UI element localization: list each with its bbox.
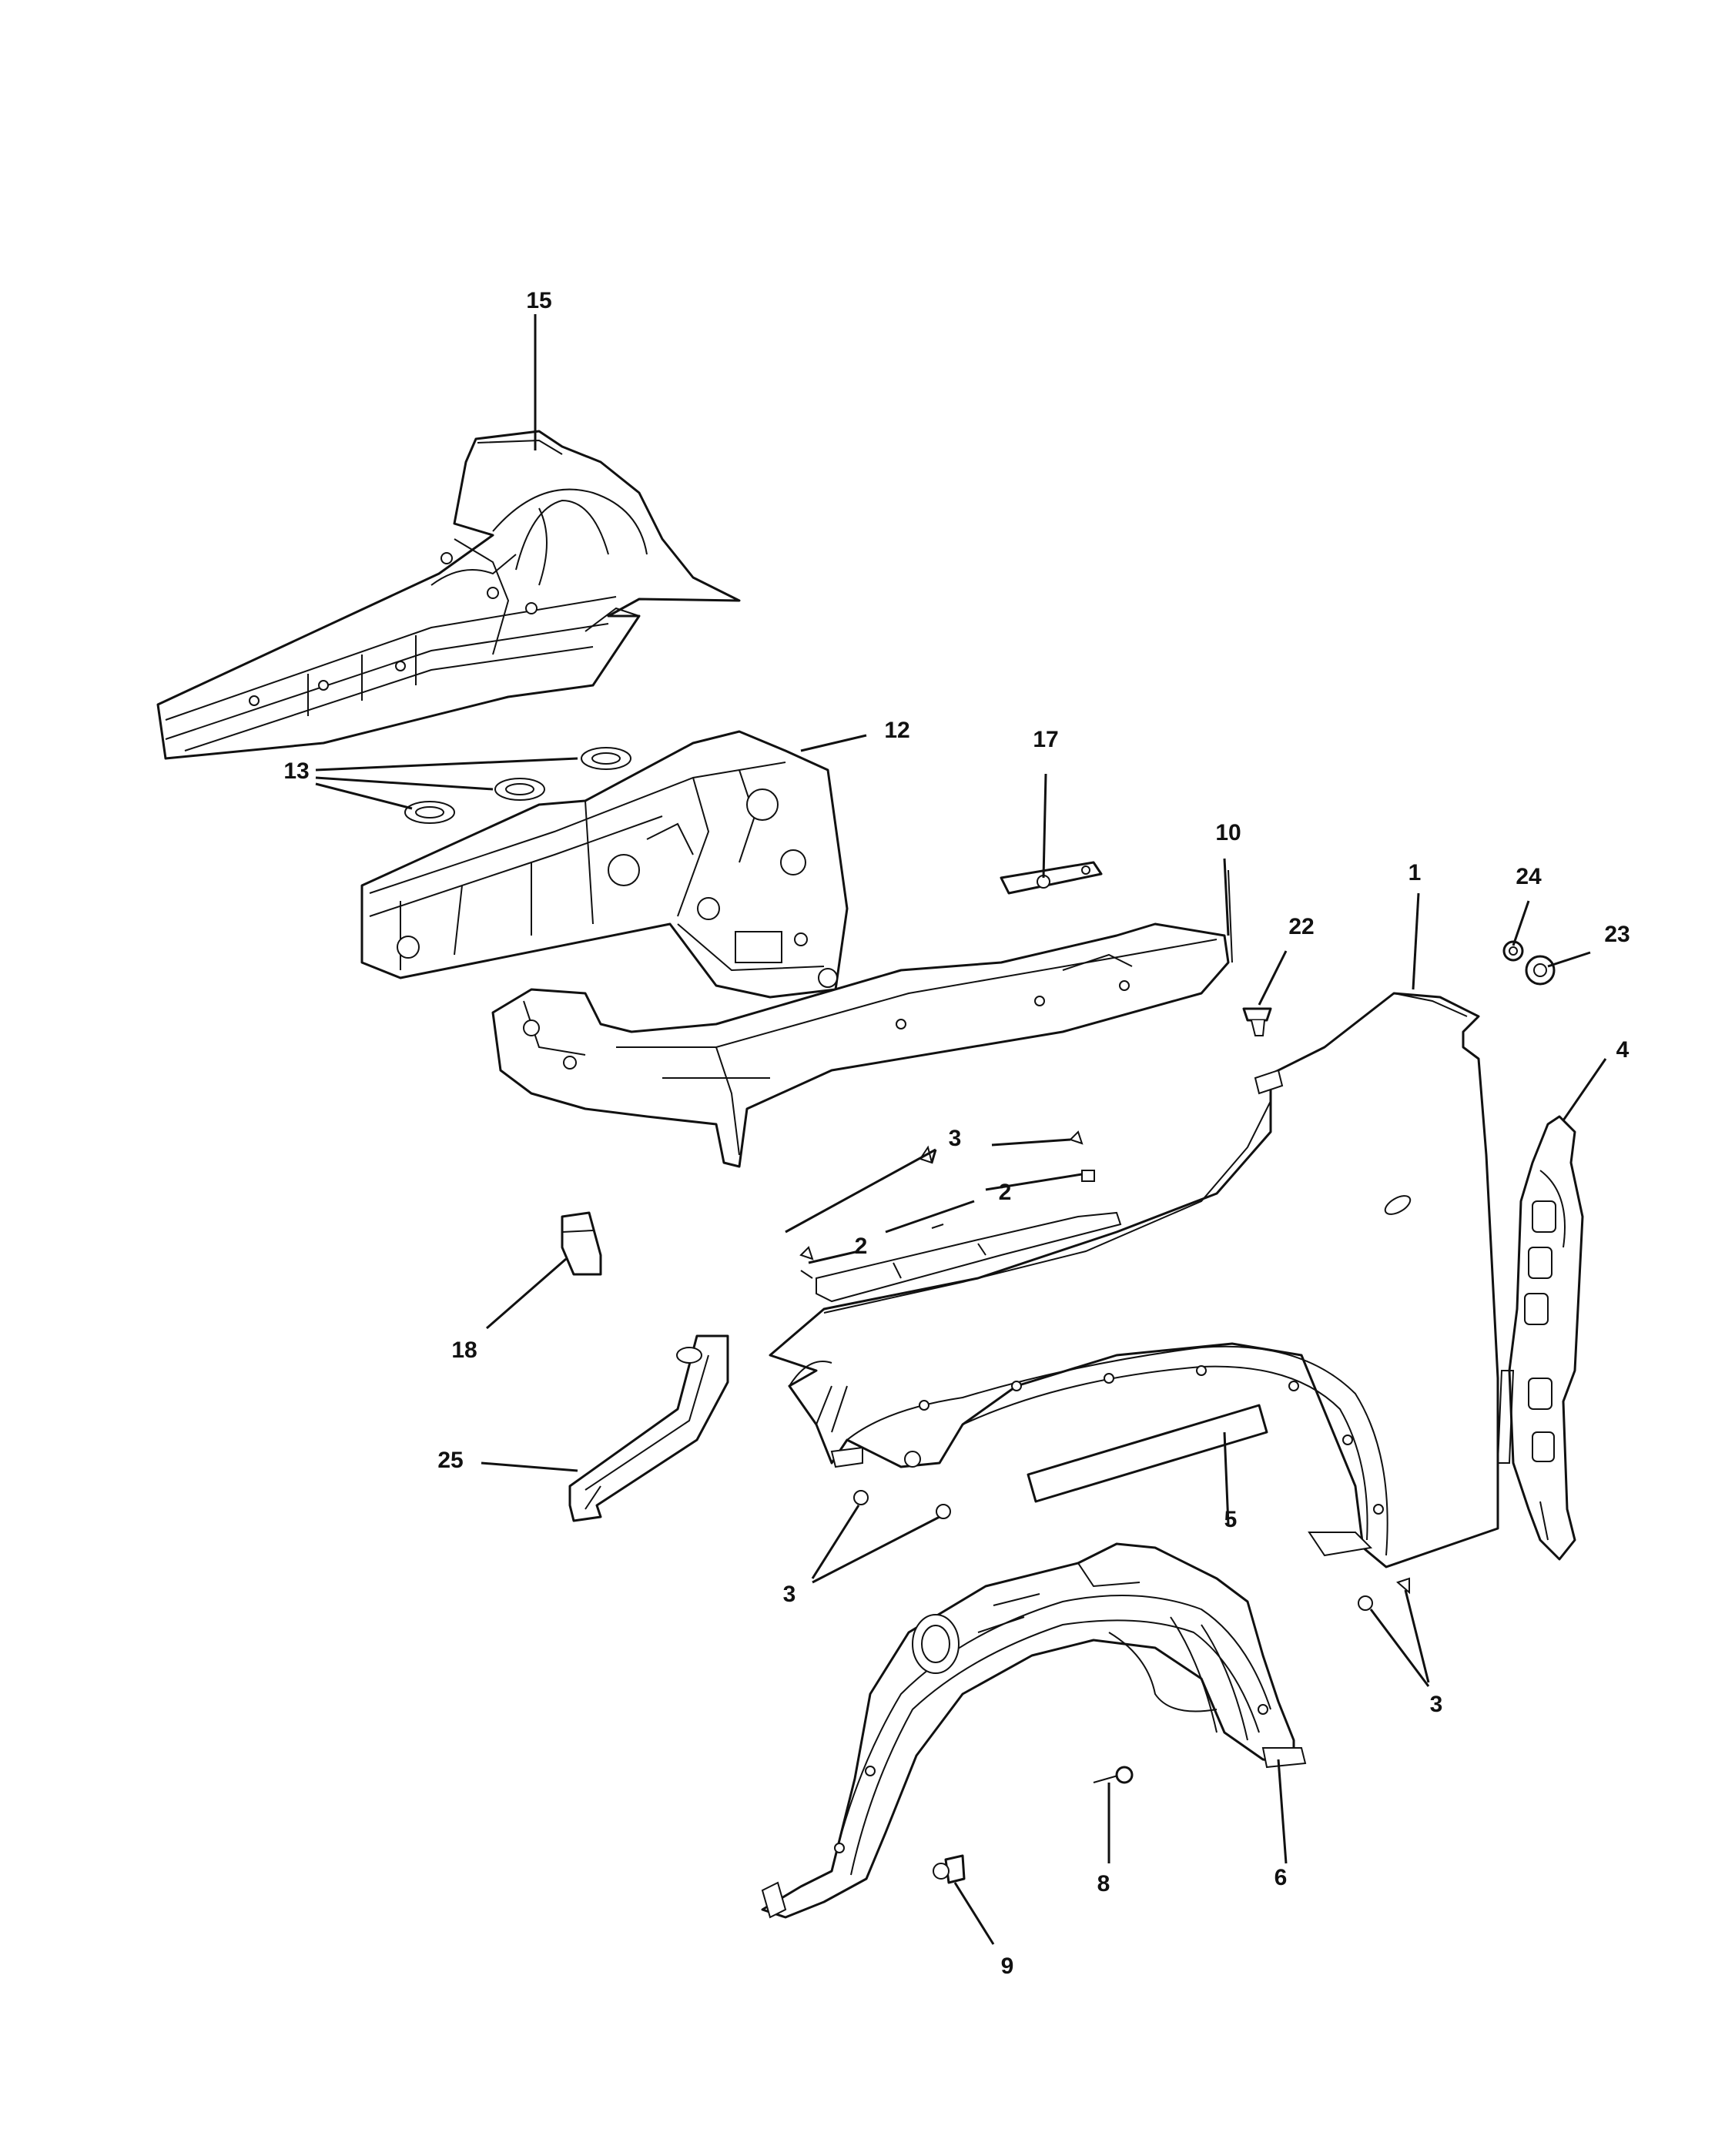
callout-22: 22 (1288, 914, 1314, 939)
part-5-trim-strip (1027, 1404, 1268, 1503)
callout-23: 23 (1604, 922, 1630, 947)
callout-15: 15 (526, 288, 551, 313)
part-18-pad (561, 1211, 602, 1276)
part-9-push-pin (933, 1854, 966, 1884)
callout-4: 4 (1616, 1037, 1630, 1063)
part-3-clips-lower (853, 1490, 1410, 1611)
callout-labels: 15 12 13 17 10 22 1 24 23 4 3 2 2 18 25 … (283, 288, 1630, 1979)
part-22-clip (1242, 1007, 1272, 1036)
callout-3-right: 3 (1430, 1692, 1443, 1717)
callout-2-lower: 2 (855, 1234, 868, 1259)
part-2-clips (800, 1170, 1095, 1279)
callout-1: 1 (1408, 860, 1422, 886)
callout-6: 6 (1274, 1865, 1288, 1890)
part-1-fender (769, 992, 1499, 1568)
fender-flange-strip (816, 1211, 1122, 1303)
callout-13: 13 (283, 758, 309, 784)
callout-3-left: 3 (783, 1582, 796, 1607)
part-25-duct (568, 1334, 729, 1522)
callout-8: 8 (1097, 1871, 1110, 1897)
part-10-fender-support (491, 869, 1233, 1168)
part-13-grommets (404, 747, 631, 824)
callout-25: 25 (437, 1448, 463, 1473)
part-12-frame-rail (360, 730, 849, 999)
part-4-splash-shield (1496, 1115, 1584, 1561)
part-23-bolt (1525, 955, 1556, 986)
callout-17: 17 (1033, 727, 1058, 752)
callout-18: 18 (451, 1337, 477, 1363)
part-15-wheelhouse-rail (156, 430, 741, 760)
part-8-screw (1093, 1766, 1134, 1784)
leader-lines (315, 314, 1607, 1945)
part-6-wheelhouse-liner (761, 1542, 1307, 1919)
part-17-bracket (1000, 861, 1103, 895)
callout-3-upper: 3 (949, 1126, 962, 1151)
part-24-nut (1502, 940, 1524, 962)
callout-24: 24 (1516, 864, 1542, 889)
callout-9: 9 (1001, 1953, 1014, 1979)
callout-12: 12 (884, 718, 909, 743)
callout-5: 5 (1224, 1507, 1238, 1532)
callout-2-upper: 2 (999, 1180, 1012, 1205)
callout-10: 10 (1215, 820, 1241, 845)
